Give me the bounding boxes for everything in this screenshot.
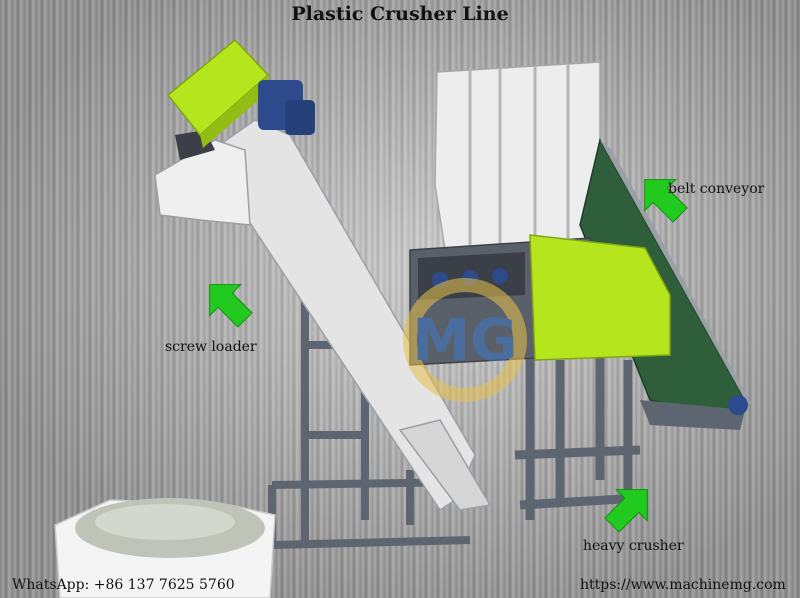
arrow-heavy-crusher-icon (604, 489, 648, 533)
crusher-hopper (434, 61, 601, 251)
page-title: Plastic Crusher Line (291, 3, 509, 25)
screw-loader (154, 119, 492, 512)
arrow-screw-loader-icon (209, 284, 253, 328)
watermark-text: MG (412, 306, 517, 374)
arrow-belt-conveyor-icon (644, 179, 688, 223)
crusher-stand (514, 345, 641, 520)
mg-watermark-logo: MG (403, 278, 527, 402)
website-url: https://www.machinemg.com (580, 577, 786, 593)
screw-loader-label: screw loader (165, 339, 257, 355)
belt-conveyor-label: belt conveyor (668, 181, 765, 197)
heavy-crusher-label: heavy crusher (583, 538, 684, 554)
whatsapp-contact: WhatsApp: +86 137 7625 5760 (12, 577, 235, 593)
loader-motor-cover (166, 38, 315, 148)
plastic-flakes-bag (54, 498, 276, 598)
